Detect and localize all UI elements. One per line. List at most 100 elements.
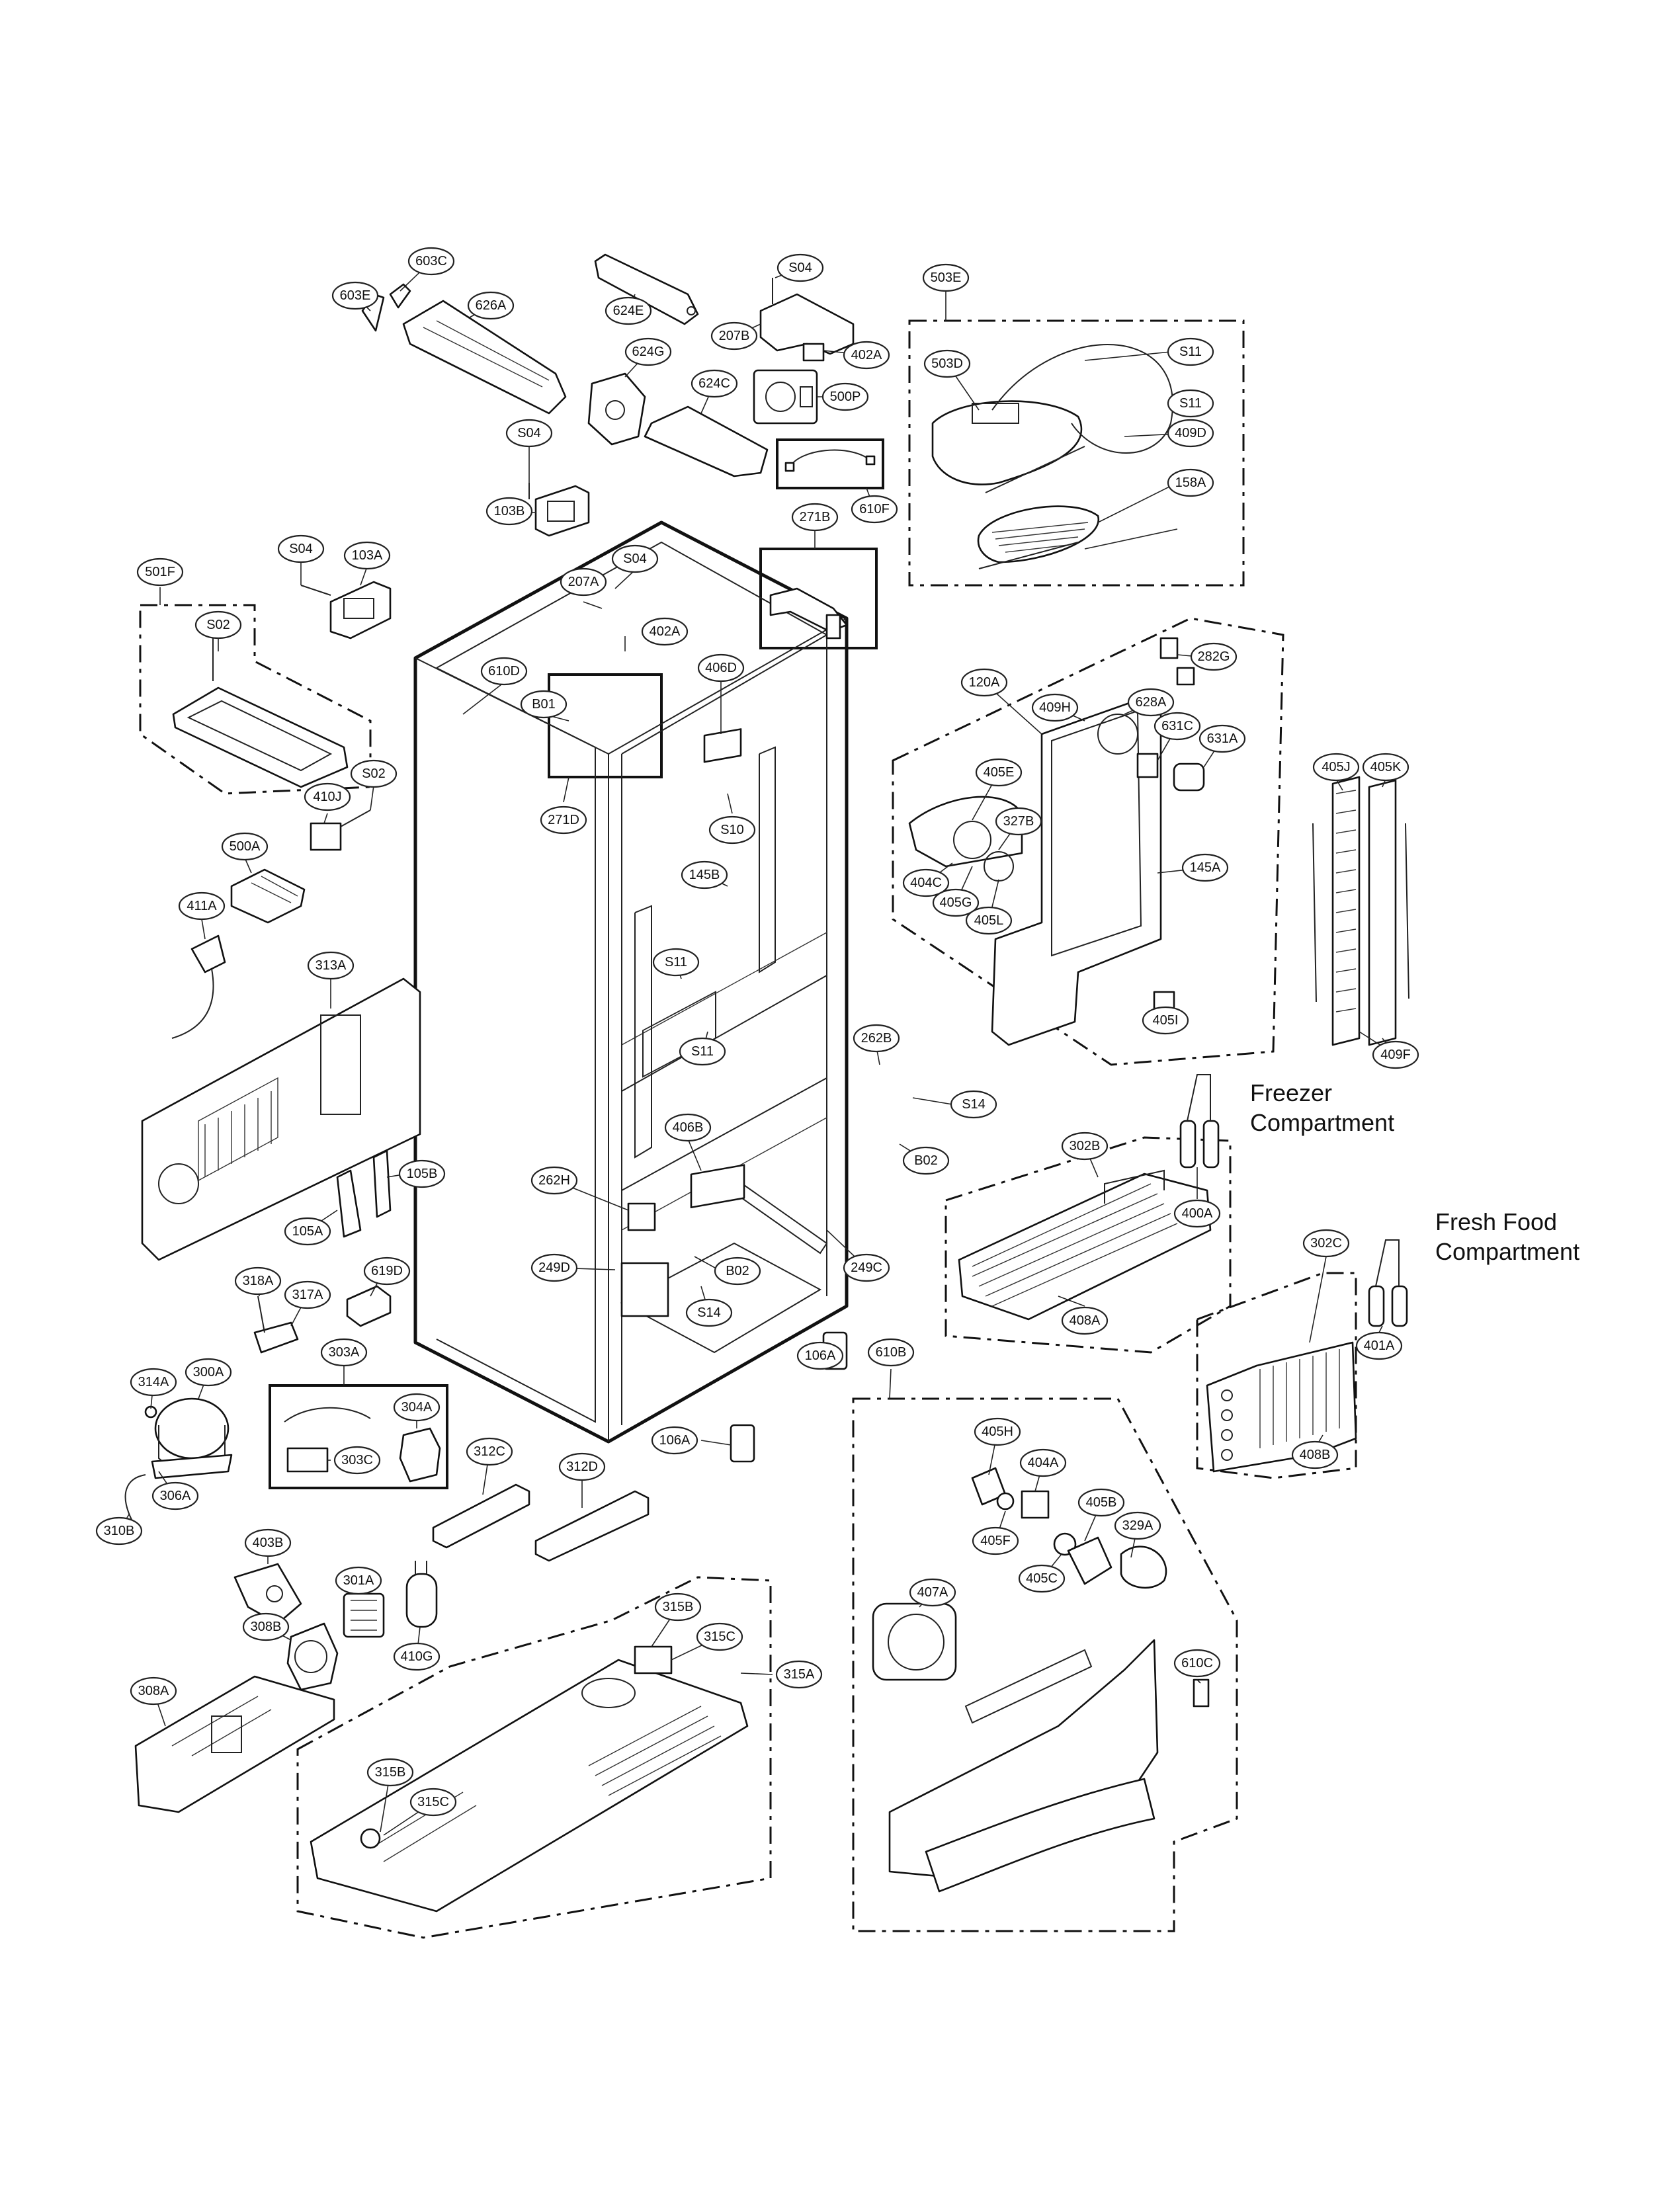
callout-label: 405K	[1370, 760, 1402, 774]
callout-bubble	[664, 1113, 712, 1142]
callout-409d: 409D	[1167, 419, 1214, 448]
relay-group-box	[269, 1384, 448, 1489]
callout-318a: 318A	[234, 1266, 282, 1296]
callout-bubble	[867, 1338, 915, 1367]
cabinet-body	[413, 520, 849, 1444]
duct-cover-624C	[644, 405, 769, 477]
callout-label: S14	[962, 1097, 986, 1112]
callout-bubble	[853, 1024, 900, 1053]
callout-label: 405H	[982, 1424, 1013, 1439]
callout-s04: S04	[611, 544, 659, 573]
callout-302b: 302B	[1061, 1132, 1109, 1161]
callout-label: 410G	[401, 1649, 433, 1664]
callout-405f: 405F	[972, 1526, 1019, 1555]
callout-label: 405L	[974, 913, 1004, 928]
callout-label: 624E	[613, 304, 644, 318]
callout-s11: S11	[1167, 389, 1214, 418]
callout-303a: 303A	[320, 1338, 368, 1367]
callout-s14: S14	[685, 1298, 733, 1327]
callout-label: 603E	[340, 288, 371, 303]
callout-bubble	[407, 247, 455, 276]
callout-bubble	[540, 805, 587, 835]
callout-bubble	[335, 1566, 382, 1595]
machine-cover-group-box	[296, 1576, 772, 1939]
capacitor-410G	[405, 1561, 438, 1628]
ice-chute-626A	[402, 300, 567, 415]
callout-bubble	[696, 1622, 743, 1651]
callout-302c: 302C	[1302, 1229, 1350, 1258]
callout-bubble	[1031, 693, 1079, 722]
callout-bubble	[821, 382, 869, 411]
callout-bubble	[1077, 1488, 1125, 1517]
callout-bubble	[995, 807, 1042, 836]
callout-label: 105B	[407, 1167, 438, 1181]
callout-s11: S11	[1167, 337, 1214, 366]
back-panel-313A	[141, 977, 421, 1261]
callout-bubble	[221, 832, 269, 861]
callout-405h: 405H	[974, 1417, 1021, 1446]
callout-label: 304A	[401, 1400, 433, 1415]
callout-bubble	[777, 253, 824, 282]
callout-label: 405I	[1153, 1013, 1179, 1028]
callout-bubble	[284, 1280, 331, 1309]
callout-label: 318A	[243, 1274, 274, 1288]
callout-label: 262H	[538, 1173, 570, 1188]
callout-402a: 402A	[641, 617, 689, 646]
callout-207b: 207B	[710, 321, 758, 351]
callout-408b: 408B	[1291, 1440, 1339, 1469]
callout-label: 315B	[375, 1765, 406, 1780]
callout-bubble	[932, 888, 980, 917]
callout-603e: 603E	[331, 281, 379, 310]
callout-bubble	[1061, 1306, 1109, 1335]
callout-label: 500A	[230, 839, 261, 854]
callout-bubble	[505, 419, 553, 448]
callout-label: 400A	[1182, 1206, 1213, 1221]
callout-label: S14	[697, 1305, 721, 1320]
callout-bubble	[708, 815, 756, 845]
callout-bubble	[1167, 419, 1214, 448]
callout-bubble	[560, 567, 607, 597]
pcb-500A	[230, 868, 306, 924]
callout-label: 103B	[494, 504, 525, 518]
callout-label: 312D	[566, 1460, 598, 1474]
callout-314a: 314A	[130, 1368, 177, 1397]
callout-label: 145B	[689, 868, 720, 882]
callout-label: 406B	[673, 1120, 704, 1135]
callout-label: 626A	[476, 298, 507, 313]
callout-bubble	[641, 617, 689, 646]
callout-207a: 207A	[560, 567, 607, 597]
callout-624e: 624E	[605, 296, 652, 325]
callout-624c: 624C	[691, 369, 738, 398]
callout-bubble	[681, 860, 728, 889]
callout-408a: 408A	[1061, 1306, 1109, 1335]
callout-bubble	[775, 1660, 823, 1689]
callout-306a: 306A	[151, 1481, 199, 1510]
callout-s11: S11	[652, 948, 700, 977]
callout-304a: 304A	[393, 1393, 441, 1422]
callout-label: 313A	[315, 958, 347, 973]
callout-bubble	[1198, 724, 1246, 753]
callout-500a: 500A	[221, 832, 269, 861]
relay-harness-303C	[284, 1407, 371, 1473]
callout-bubble	[530, 1253, 578, 1282]
callout-bubble	[409, 1788, 457, 1817]
callout-bubble	[960, 668, 1008, 697]
callout-282g: 282G	[1190, 642, 1238, 671]
callout-s11: S11	[679, 1037, 726, 1066]
callout-label: 405C	[1026, 1571, 1058, 1586]
callout-label: 315B	[663, 1600, 694, 1614]
callout-s10: S10	[708, 815, 756, 845]
callout-label: 106A	[659, 1433, 691, 1448]
callout-label: 624G	[632, 345, 665, 359]
callout-312d: 312D	[558, 1452, 606, 1481]
callout-label: 501F	[145, 565, 175, 579]
callout-label: 610F	[859, 502, 890, 516]
relay-318A-317A	[253, 1296, 299, 1354]
callout-label: 158A	[1175, 475, 1206, 490]
callout-405c: 405C	[1018, 1564, 1066, 1593]
callout-label: 610D	[488, 664, 520, 679]
callout-403b: 403B	[244, 1528, 292, 1557]
callout-405b: 405B	[1077, 1488, 1125, 1517]
